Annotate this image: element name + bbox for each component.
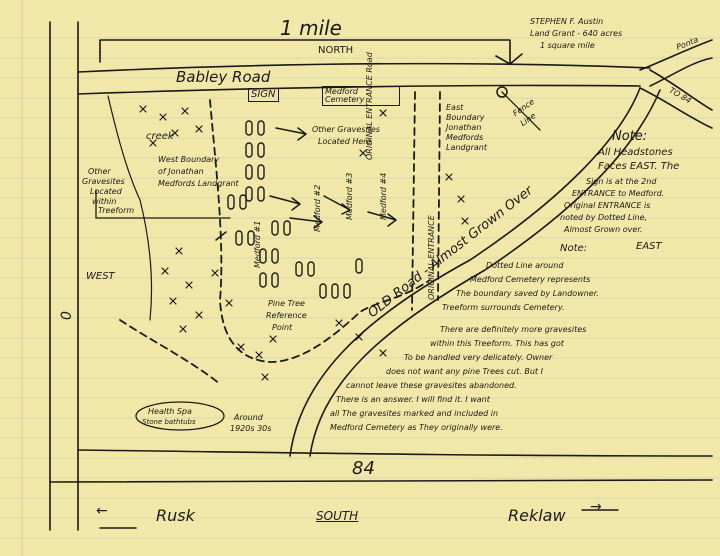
medford-row-4: Medford #4 (379, 172, 388, 220)
pine-tree-2: Reference (266, 311, 307, 320)
pontotoc-road-line-1 (639, 39, 713, 71)
east-boundary-2: Boundary (446, 113, 485, 122)
note-heading: Note: (612, 129, 648, 144)
health-spa-1: Health Spa (148, 407, 192, 416)
note-line-1: All Headstones (598, 147, 673, 158)
note-line-5: Original ENTRANCE is (564, 201, 651, 210)
rusk-label: Rusk (156, 506, 195, 525)
cemetery-boundary-dotted (209, 99, 431, 363)
other-gravesites-left-2: Gravesites (82, 177, 125, 186)
east-boundary-dotted (411, 91, 416, 311)
arrow-row-1 (269, 195, 301, 211)
pontotoc-road-line-2 (649, 57, 713, 87)
west-boundary-1: West Boundary (158, 155, 220, 164)
ruled-lines (0, 37, 720, 539)
around-2: 1920s 30s (230, 424, 272, 433)
reklaw-arrow: → (590, 499, 602, 515)
scale-label: 1 mile (280, 16, 342, 40)
tree-marks (139, 105, 469, 381)
paragraph-line-7: all The gravesites marked and included i… (330, 409, 499, 418)
east-label: EAST (636, 241, 662, 252)
fence-line (501, 91, 541, 131)
dotted-note-3: The boundary saved by Landowner. (456, 289, 599, 298)
note-line-3: Sign is at the 2nd (586, 177, 657, 186)
other-gravesites-left-4: within (92, 197, 117, 206)
medford-row-3: Medford #3 (345, 172, 354, 220)
babley-road-line-2 (77, 84, 641, 95)
arrow-row-3 (323, 195, 351, 215)
other-gravesites-left-3: Located (90, 187, 122, 196)
sign-label: SIGN (248, 88, 279, 102)
creek-label: creek (146, 131, 174, 142)
pine-tree-1: Pine Tree (268, 299, 305, 308)
grant-line-2: Land Grant - 640 acres (530, 29, 623, 38)
east-boundary-5: Landgrant (446, 143, 487, 152)
creek-line (107, 95, 153, 321)
babley-road-line-1 (77, 62, 651, 73)
dotted-note-2: Medford Cemetery represents (470, 275, 591, 284)
old-road-line-1 (289, 87, 641, 457)
east-boundary-3: Jonathan (446, 123, 482, 132)
paragraph-line-4: does not want any pine Trees cut. But I (386, 367, 543, 376)
health-spa-oval (135, 401, 225, 431)
grant-line-1: STEPHEN F. Austin (530, 17, 604, 26)
note-line-4: ENTRANCE to Medford. (572, 189, 665, 198)
west-label: WEST (86, 271, 115, 282)
dotted-note-1: Dotted Line around (486, 261, 564, 270)
pine-tree-3: Point (272, 323, 293, 332)
west-boundary-2: of Jonathan (158, 167, 204, 176)
reklaw-label: Reklaw (508, 506, 566, 525)
highway-left-label: 0 (59, 311, 75, 320)
treeform-box (95, 189, 231, 219)
medford-row-1: Medford #1 (253, 220, 262, 268)
spa-path-dotted (119, 319, 221, 385)
other-gravesites-top-2: Located Here (318, 137, 372, 146)
to84-road-line-2 (639, 87, 713, 129)
paragraph-line-6: There is an answer. I will find it. I wa… (336, 395, 490, 404)
other-gravesites-left-5: Treeform (98, 206, 135, 215)
arrow-east-boundary (215, 231, 227, 241)
highway-84-label: 84 (352, 458, 375, 479)
note-2-heading: Note: (560, 243, 588, 254)
paragraph-line-1: There are definitely more gravesites (440, 325, 587, 334)
note-line-7: Almost Grown over. (564, 225, 643, 234)
rusk-arrow: ← (96, 503, 108, 519)
grave-marks (227, 120, 363, 299)
north-label: NORTH (318, 45, 354, 56)
medford-row-2: Medford #2 (313, 184, 322, 232)
health-spa-2: Stone bathtubs (142, 418, 196, 426)
note-line-6: noted by Dotted Line, (560, 213, 648, 222)
arrow-row-4 (367, 211, 397, 227)
original-entrance-label: ORIGINAL ENTRANCE Road (365, 52, 374, 160)
south-label: SOUTH (316, 509, 359, 523)
paragraph-line-5: cannot leave these gravesites abandoned. (346, 381, 517, 390)
old-road-line-2 (309, 89, 661, 457)
scale-bracket (99, 39, 511, 53)
highway-84-line-2 (49, 479, 713, 483)
grant-line-3: 1 square mile (540, 41, 595, 50)
fence-post (496, 86, 508, 98)
other-gravesites-left-1: Other (88, 167, 111, 176)
paragraph-line-8: Medford Cemetery as They originally were… (330, 423, 503, 432)
highway-84-line-1 (77, 449, 713, 457)
east-boundary-1: East (446, 103, 464, 112)
to84-road-line-1 (649, 69, 713, 111)
around-1: Around (234, 413, 263, 422)
dotted-note-4: Treeform surrounds Cemetery. (442, 303, 565, 312)
arrow-to-graves (275, 127, 307, 141)
medford-cemetery-label: Medford Cemetery (322, 86, 400, 106)
original-entrance-dotted (437, 91, 441, 301)
arrow-row-2 (289, 215, 323, 229)
east-boundary-4: Medfords (446, 133, 484, 142)
other-gravesites-top-1: Other Gravesites (312, 125, 380, 134)
west-boundary-3: Medfords Landgrant (158, 179, 239, 188)
note-line-2: Faces EAST. The (598, 161, 680, 172)
paragraph-line-2: within this Treeform. This has got (430, 339, 564, 348)
babley-road-label: Babley Road (176, 68, 271, 86)
paragraph-line-3: To be handled very delicately. Owner (404, 353, 553, 362)
